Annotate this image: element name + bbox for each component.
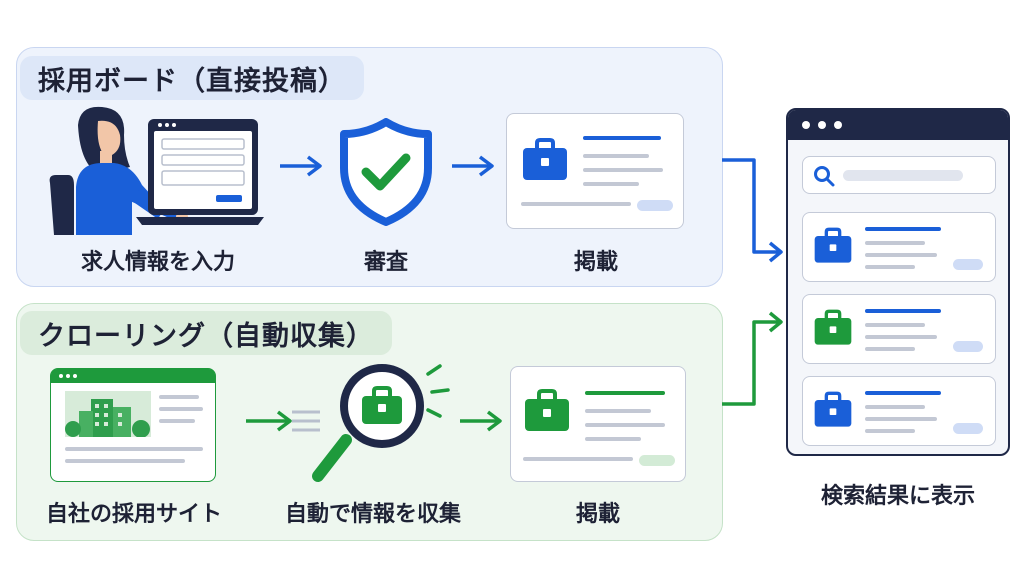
search-result-card[interactable]	[802, 376, 996, 446]
shield-check-icon	[340, 118, 432, 226]
connector-arrows	[722, 158, 783, 406]
crawling-title: クローリング（自動収集）	[20, 311, 392, 355]
step-company-site-label: 自社の採用サイト	[45, 502, 222, 527]
briefcase-icon	[814, 227, 852, 263]
posted-job-card	[506, 113, 684, 229]
search-bar[interactable]	[802, 156, 996, 194]
arrow-right-icon	[460, 410, 502, 432]
building-icon	[65, 391, 151, 437]
arrow-right-icon	[246, 410, 292, 432]
magnifier-briefcase-icon	[312, 364, 450, 482]
briefcase-icon	[523, 138, 567, 180]
search-icon	[814, 166, 835, 187]
step-review-label: 審査	[363, 250, 408, 275]
briefcase-icon	[814, 309, 852, 345]
arrow-right-icon	[452, 155, 494, 177]
search-results-label: 検索結果に表示	[820, 484, 975, 509]
job-board-title: 採用ボード（直接投稿）	[20, 56, 364, 100]
briefcase-icon	[814, 391, 852, 427]
arrow-right-icon	[280, 155, 322, 177]
step-auto-collect-label: 自動で情報を収集	[284, 502, 461, 527]
company-website-icon	[50, 368, 216, 482]
browser-icon	[786, 108, 1010, 456]
search-result-card[interactable]	[802, 294, 996, 364]
step-post-label-top: 掲載	[573, 250, 618, 275]
briefcase-icon	[525, 389, 569, 431]
person-laptop-icon	[49, 106, 264, 235]
motion-lines-icon	[292, 410, 320, 432]
search-result-card[interactable]	[802, 212, 996, 282]
posted-job-card	[510, 366, 686, 482]
step-post-label-bottom: 掲載	[575, 502, 620, 527]
step-input-label: 求人情報を入力	[80, 250, 235, 275]
